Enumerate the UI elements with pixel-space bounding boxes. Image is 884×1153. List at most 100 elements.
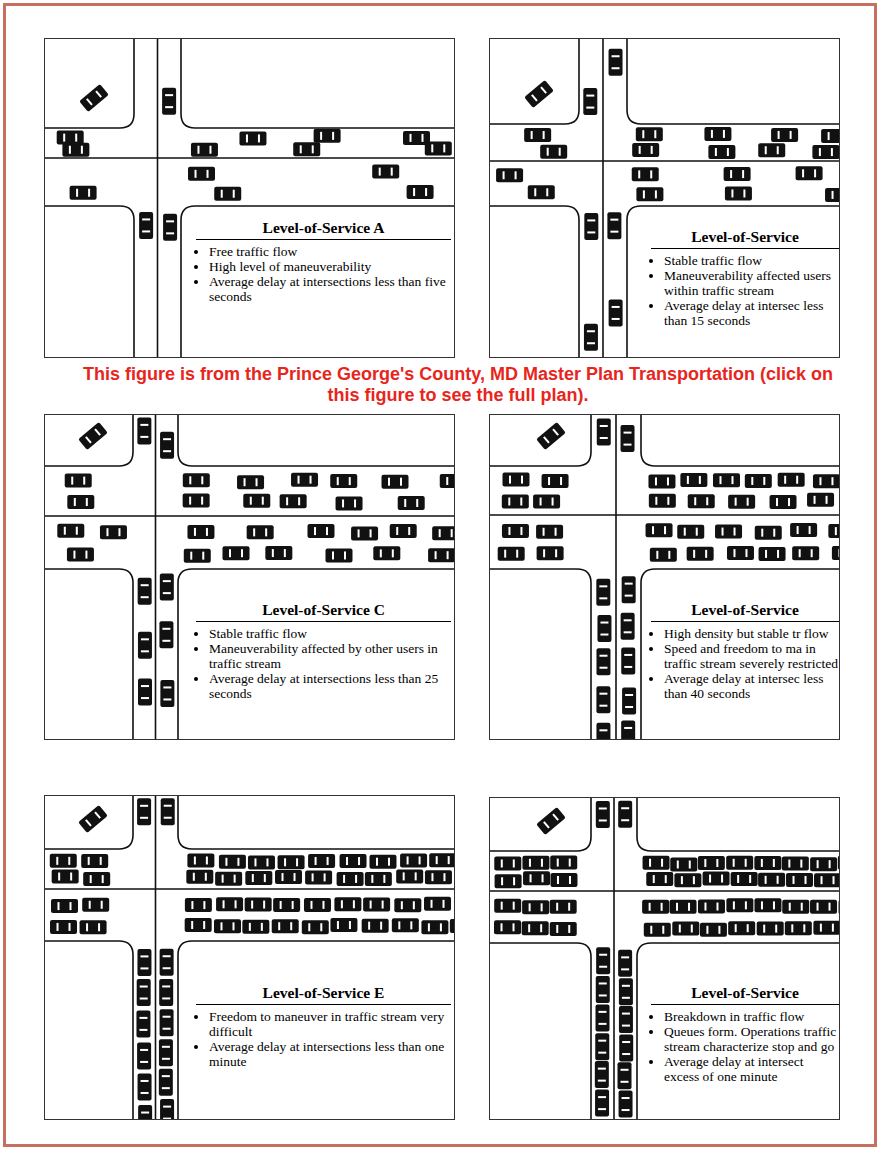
car (407, 185, 434, 199)
car (325, 548, 352, 562)
panel-heading: Level-of-Service C (196, 601, 451, 622)
car (159, 1069, 173, 1096)
car (57, 131, 84, 145)
road-line (45, 415, 133, 466)
car (79, 84, 109, 112)
car (688, 494, 715, 508)
car (390, 524, 417, 538)
car (771, 128, 798, 142)
car (622, 576, 636, 603)
car (394, 898, 421, 912)
car (687, 547, 714, 561)
car (80, 920, 107, 934)
car (185, 898, 212, 912)
road-line (615, 415, 617, 740)
car (382, 475, 409, 489)
car (334, 897, 361, 911)
car (550, 900, 577, 914)
car (550, 856, 577, 870)
road-line (155, 796, 157, 1120)
road-line (157, 39, 159, 358)
bullet-list: High density but stable tr flowSpeed and… (651, 626, 839, 701)
car (67, 548, 94, 562)
car (618, 801, 632, 828)
car (596, 686, 610, 713)
bullet-text: Speed and freedom to ma in traffic strea… (664, 641, 839, 671)
car (704, 127, 731, 141)
car (596, 1004, 610, 1031)
car (247, 525, 274, 539)
car (533, 495, 560, 509)
car (187, 853, 214, 867)
car (596, 801, 610, 828)
car (138, 1073, 152, 1100)
car (314, 129, 341, 143)
bullet-text: High level of maneuverability (209, 259, 451, 274)
car (596, 648, 610, 675)
road-line (45, 515, 455, 517)
bullet-text: Average delay at intersec less than 40 s… (664, 671, 839, 701)
car (365, 872, 392, 886)
car (183, 494, 210, 508)
car (813, 921, 840, 935)
car (713, 473, 740, 487)
car (782, 857, 809, 871)
los-panel: Level-of-Service A Free traffic flowHigh … (44, 38, 455, 358)
car (498, 547, 525, 561)
road-line (45, 206, 134, 358)
car (83, 872, 110, 886)
bullet-text: Maneuverability affected by other users … (209, 641, 451, 671)
bullet-list: Stable traffic flowManeuverability affec… (651, 253, 839, 328)
car (726, 898, 753, 912)
bullet-text: Free traffic flow (209, 244, 451, 259)
car (78, 422, 108, 450)
car (596, 947, 610, 974)
car (790, 523, 817, 537)
car (160, 574, 174, 601)
road-line (45, 39, 134, 128)
car (792, 546, 819, 560)
car (648, 474, 675, 488)
car (596, 723, 610, 740)
car (839, 900, 840, 914)
car (138, 632, 152, 659)
bullet-text: Average delay at intersec less than 15 s… (664, 298, 839, 328)
road-line (45, 941, 133, 1120)
car (187, 525, 214, 539)
car (400, 853, 427, 867)
car (621, 425, 635, 452)
car (191, 143, 218, 157)
car (245, 871, 272, 885)
panel-heading: Level-of-Service (651, 601, 839, 622)
car (160, 1099, 174, 1120)
car (265, 546, 292, 560)
car (646, 523, 673, 537)
road-line (602, 39, 604, 358)
car (838, 856, 840, 870)
car (373, 546, 400, 560)
car (369, 855, 396, 869)
car (421, 920, 448, 934)
car (622, 687, 636, 714)
car (278, 855, 305, 869)
road-line (490, 569, 591, 740)
car (596, 976, 610, 1003)
car (812, 145, 839, 159)
car (703, 872, 730, 886)
los-panel: Level-of-Service E Freedom to maneuver in… (44, 795, 455, 1120)
car (52, 870, 79, 884)
road-line (627, 39, 840, 124)
road-line (490, 798, 591, 851)
car (137, 979, 151, 1006)
car (672, 921, 699, 935)
bullet-list: Freedom to maneuver in traffic stream ve… (196, 1009, 451, 1069)
car (50, 920, 77, 934)
car (242, 920, 269, 934)
car (159, 1039, 173, 1066)
road-line (178, 796, 455, 849)
car (680, 473, 707, 487)
note-text: This figure is from the Prince George's … (78, 364, 838, 406)
car (715, 525, 742, 539)
panel-heading: Level-of-Service E (196, 984, 451, 1005)
panel-heading: Level-of-Service A (196, 219, 451, 240)
